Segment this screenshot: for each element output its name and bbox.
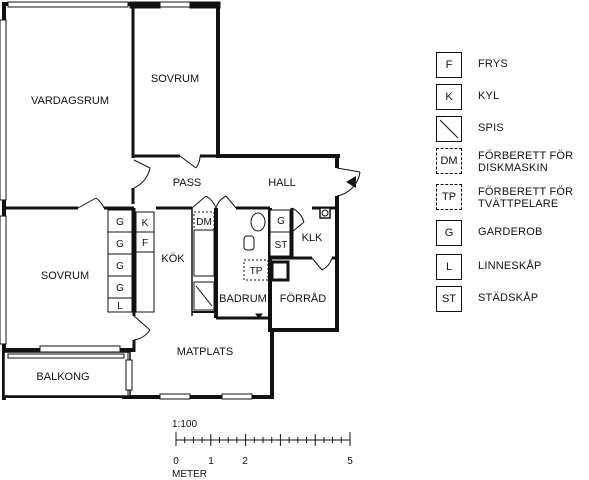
legend-item-diskmaskin: DM FÖRBERETT FÖR DISKMASKIN: [436, 148, 586, 176]
legend-label-spis: SPIS: [478, 122, 504, 134]
legend-label-frys: FRYS: [478, 58, 508, 70]
legend-item-kyl: K KYL: [436, 84, 586, 112]
room-pass: PASS: [173, 177, 202, 189]
scale-bar: [175, 432, 351, 446]
stove-icon: [436, 116, 462, 142]
room-sovrum-left: SOVRUM: [41, 270, 89, 282]
legend-code-l: L: [436, 254, 462, 280]
entry-arrow-icon: [346, 176, 356, 188]
legend-item-tvattpelare: TP FÖRBERETT FÖR TVÄTTPELARE: [436, 184, 586, 212]
legend-code-dm: DM: [436, 148, 462, 174]
balcony: [3, 351, 131, 397]
wardrobe-column: [107, 209, 133, 313]
legend-label-stadskap: STÄDSKÅP: [478, 292, 539, 304]
legend-item-linneskap: L LINNESKÅP: [436, 254, 586, 282]
legend-item-garderob: G GARDEROB: [436, 220, 586, 248]
scale-ratio: 1:100: [172, 419, 197, 430]
scale-tick-0: 0: [173, 456, 179, 467]
washer-label: TP: [250, 266, 263, 277]
legend-label-garderob: GARDEROB: [478, 226, 543, 238]
room-badrum: BADRUM: [219, 293, 267, 305]
freezer-label: K: [142, 218, 149, 229]
door-swings: [77, 155, 361, 341]
windows: [0, 1, 253, 400]
legend-code-kyl: K: [436, 84, 462, 110]
room-balkong: BALKONG: [36, 371, 89, 383]
legend-label-tvattpelare: FÖRBERETT FÖR TVÄTTPELARE: [478, 186, 574, 210]
scale-tick-5: 5: [347, 456, 353, 467]
legend-code-g: G: [436, 220, 462, 246]
legend-code-tp: TP: [436, 184, 462, 210]
dishwasher-label: DM: [196, 217, 212, 228]
room-klk: KLK: [302, 232, 323, 244]
wardrobe-label-1: G: [116, 217, 124, 228]
outer-walls: [2, 1, 340, 400]
legend-code-st: ST: [436, 286, 462, 312]
fridge-label: F: [142, 238, 148, 249]
scale-unit: METER: [172, 469, 207, 480]
wardrobe-label-3: G: [116, 261, 124, 272]
scale-tick-2: 2: [242, 456, 248, 467]
interior-walls: [4, 4, 338, 352]
legend-label-linneskap: LINNESKÅP: [478, 260, 542, 272]
room-matplats: MATPLATS: [177, 346, 233, 358]
legend-item-stadskap: ST STÄDSKÅP: [436, 286, 586, 314]
column-icon: [319, 207, 331, 219]
legend-code-frys: F: [436, 52, 462, 78]
scale-tick-1: 1: [208, 456, 214, 467]
room-forrad: FÖRRÅD: [280, 292, 327, 305]
legend-item-spis: SPIS: [436, 116, 586, 144]
bathroom-fixtures: [243, 209, 291, 319]
room-kok: KÖK: [161, 253, 185, 265]
hall-wardrobe-label: G: [277, 216, 285, 227]
linen-label: L: [117, 301, 123, 312]
cleaning-cupboard-label: ST: [275, 240, 288, 251]
legend-label-diskmaskin: FÖRBERETT FÖR DISKMASKIN: [478, 150, 574, 174]
room-vardagsrum: VARDAGSRUM: [31, 95, 109, 107]
legend-label-kyl: KYL: [478, 90, 500, 102]
kitchen-fixtures: [135, 211, 216, 313]
wardrobe-label-2: G: [116, 239, 124, 250]
legend-item-frys: F FRYS: [436, 52, 586, 80]
wardrobe-label-4: G: [116, 283, 124, 294]
room-hall: HALL: [268, 177, 296, 189]
room-sovrum-top: SOVRUM: [151, 73, 199, 85]
